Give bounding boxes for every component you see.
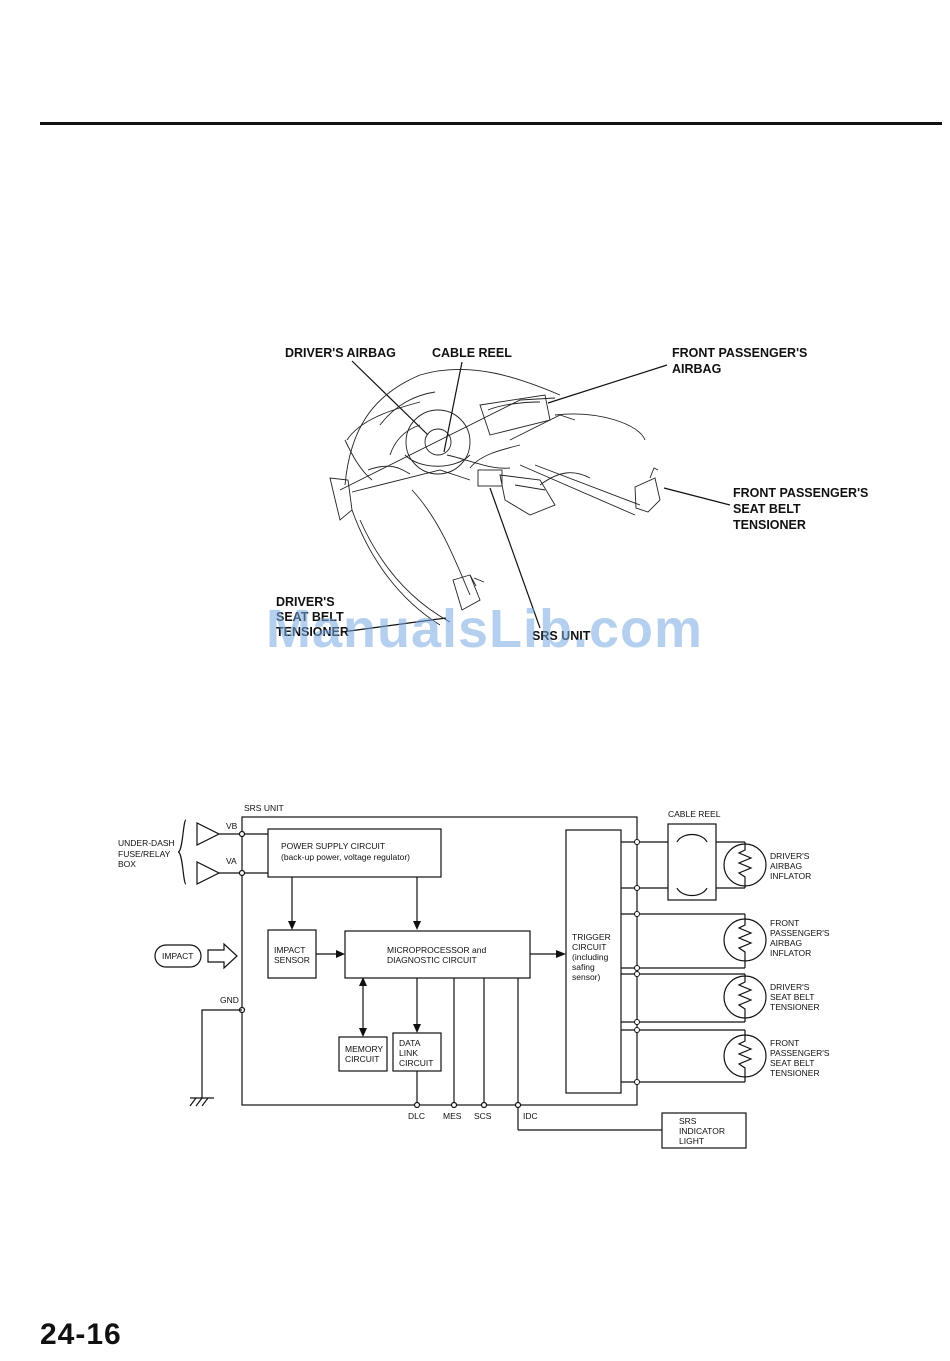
label-drivers-airbag: DRIVER'S AIRBAG xyxy=(285,346,396,360)
front-passenger-seat-belt-tensioner xyxy=(723,1030,767,1082)
watermark: ManualsLib.com xyxy=(266,599,704,659)
terminal-dlc: DLC xyxy=(408,1111,425,1121)
inflator-3-line-4: TENSIONER xyxy=(770,1068,820,1078)
data-link-label-3: CIRCUIT xyxy=(399,1058,433,1068)
label-srs-unit: SRS UNIT xyxy=(532,629,591,643)
impact-arrow xyxy=(207,942,238,970)
header-rule xyxy=(40,122,942,125)
microprocessor-label-2: DIAGNOSTIC CIRCUIT xyxy=(387,955,477,965)
ground-wire xyxy=(201,1009,242,1098)
power-supply-box xyxy=(267,828,442,878)
cable-reel-label: CABLE REEL xyxy=(668,809,721,819)
terminal-scs: SCS xyxy=(474,1111,492,1121)
power-supply-label-1: POWER SUPPLY CIRCUIT xyxy=(281,841,385,851)
inflator-2-line-3: TENSIONER xyxy=(770,1002,820,1012)
inflator-0-line-3: INFLATOR xyxy=(770,871,811,881)
inflator-0-line-1: DRIVER'S xyxy=(770,851,810,861)
trigger-output-wires xyxy=(621,841,745,1083)
inflator-1-line-1: FRONT xyxy=(770,918,799,928)
inflator-3-line-1: FRONT xyxy=(770,1038,799,1048)
indicator-label-1: SRS xyxy=(679,1116,697,1126)
label-drivers-tensioner-3: TENSIONER xyxy=(276,625,349,639)
inflator-1-line-2: PASSENGER'S xyxy=(770,928,830,938)
impact-badge xyxy=(154,944,202,968)
gnd-label: GND xyxy=(220,995,239,1005)
srs-unit-label: SRS UNIT xyxy=(244,803,284,813)
vb-label: VB xyxy=(226,821,238,831)
under-dash-label-3: BOX xyxy=(118,859,136,869)
cable-reel-box xyxy=(667,823,717,901)
inflator-1-line-4: INFLATOR xyxy=(770,948,811,958)
label-cable-reel: CABLE REEL xyxy=(432,346,512,360)
label-drivers-tensioner-2: SEAT BELT xyxy=(276,610,344,624)
under-dash-label-2: FUSE/RELAY xyxy=(118,849,171,859)
label-front-passenger-tensioner-1: FRONT PASSENGER'S xyxy=(733,486,868,500)
inflator-1-line-3: AIRBAG xyxy=(770,938,802,948)
car-interior-drawing xyxy=(329,369,661,626)
leader-lines xyxy=(341,360,731,633)
trigger-label-3: (including xyxy=(572,952,609,962)
terminal-mes: MES xyxy=(443,1111,462,1121)
trigger-circuit-box xyxy=(565,829,622,1094)
inflator-3-line-2: PASSENGER'S xyxy=(770,1048,830,1058)
trigger-label-4: safing xyxy=(572,962,595,972)
impact-sensor-label-2: SENSOR xyxy=(274,955,310,965)
inflator-0-line-2: AIRBAG xyxy=(770,861,802,871)
terminal-idc: IDC xyxy=(523,1111,538,1121)
va-label: VA xyxy=(226,856,237,866)
data-link-label-1: DATA xyxy=(399,1038,421,1048)
impact-sensor-box xyxy=(267,929,317,979)
srs-indicator-box xyxy=(661,1112,747,1149)
label-drivers-tensioner-1: DRIVER'S xyxy=(276,595,335,609)
drivers-seat-belt-tensioner xyxy=(723,974,767,1022)
drivers-airbag-inflator xyxy=(723,842,767,888)
inflator-2-line-2: SEAT BELT xyxy=(770,992,814,1002)
impact-sensor-label-1: IMPACT xyxy=(274,945,305,955)
memory-circuit-box xyxy=(338,1036,388,1072)
vb-input-symbol xyxy=(196,822,221,846)
label-front-passenger-airbag-1: FRONT PASSENGER'S xyxy=(672,346,807,360)
inflator-3-line-3: SEAT BELT xyxy=(770,1058,814,1068)
trigger-label-1: TRIGGER xyxy=(572,932,611,942)
page-number: 24-16 xyxy=(40,1318,122,1351)
indicator-label-2: INDICATOR xyxy=(679,1126,725,1136)
memory-label-1: MEMORY xyxy=(345,1044,383,1054)
trigger-label-2: CIRCUIT xyxy=(572,942,606,952)
data-link-label-2: LINK xyxy=(399,1048,418,1058)
inflator-2-line-1: DRIVER'S xyxy=(770,982,810,992)
under-dash-label-1: UNDER-DASH xyxy=(118,838,175,848)
va-input-symbol xyxy=(196,861,221,885)
label-front-passenger-tensioner-2: SEAT BELT xyxy=(733,502,801,516)
microprocessor-box xyxy=(344,930,531,979)
impact-label: IMPACT xyxy=(162,951,193,961)
under-dash-brace xyxy=(177,819,187,885)
srs-unit-box xyxy=(241,816,638,1106)
indicator-label-3: LIGHT xyxy=(679,1136,704,1146)
label-front-passenger-tensioner-3: TENSIONER xyxy=(733,518,806,532)
power-supply-label-2: (back-up power, voltage regulator) xyxy=(281,852,410,862)
trigger-label-5: sensor) xyxy=(572,972,601,982)
memory-label-2: CIRCUIT xyxy=(345,1054,379,1064)
front-passenger-airbag-inflator xyxy=(723,914,767,968)
microprocessor-label-1: MICROPROCESSOR and xyxy=(387,945,486,955)
label-front-passenger-airbag-2: AIRBAG xyxy=(672,362,721,376)
